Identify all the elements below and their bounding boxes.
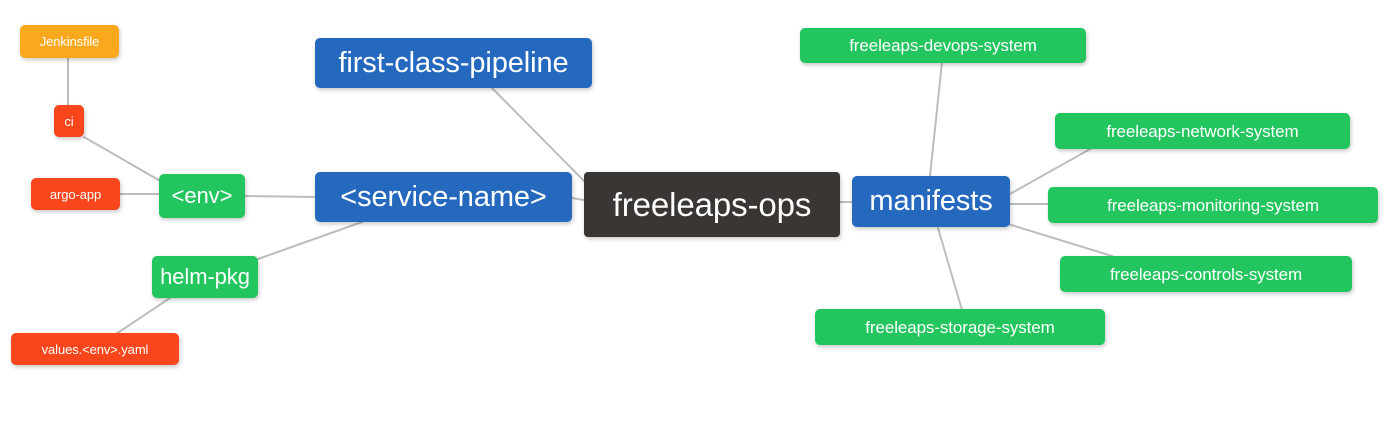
node-jenkinsfile[interactable]: Jenkinsfile [20, 25, 119, 58]
edge-root-service-name [571, 197, 585, 201]
node-freeleaps-monitoring-system[interactable]: freeleaps-monitoring-system [1048, 187, 1378, 223]
node-freeleaps-controls-system[interactable]: freeleaps-controls-system [1060, 256, 1352, 292]
node-label: <env> [171, 183, 233, 208]
node-argo-app[interactable]: argo-app [31, 178, 120, 210]
edge-service-name-helm-pkg [257, 221, 363, 260]
edge-root-first-class-pipeline [491, 87, 587, 184]
node-label: Jenkinsfile [39, 34, 100, 49]
node-label: freeleaps-network-system [1106, 121, 1299, 141]
edge-manifests-devops-system [929, 61, 943, 177]
node-label: manifests [869, 185, 993, 217]
node-values-yaml[interactable]: values.<env>.yaml [11, 333, 179, 365]
node-label: freeleaps-storage-system [865, 317, 1055, 337]
node-ci[interactable]: ci [54, 105, 84, 137]
node-freeleaps-devops-system[interactable]: freeleaps-devops-system [800, 28, 1086, 63]
edge-manifests-controls-system [1007, 223, 1113, 257]
node-first-class-pipeline[interactable]: first-class-pipeline [315, 38, 592, 88]
node-label: freeleaps-monitoring-system [1107, 195, 1319, 215]
edge-manifests-storage-system [937, 227, 963, 311]
edge-env-ci [83, 136, 163, 183]
node-env[interactable]: <env> [159, 174, 245, 218]
edge-helm-pkg-values-yaml [115, 293, 177, 335]
node-service-name[interactable]: <service-name> [315, 172, 572, 222]
node-label: <service-name> [340, 180, 547, 213]
node-label: ci [64, 113, 74, 129]
node-root-freeleaps-ops[interactable]: freeleaps-ops [584, 172, 840, 237]
node-helm-pkg[interactable]: helm-pkg [152, 256, 258, 298]
node-freeleaps-storage-system[interactable]: freeleaps-storage-system [815, 309, 1105, 345]
node-label: freeleaps-controls-system [1109, 264, 1303, 284]
node-label: argo-app [49, 186, 102, 202]
node-freeleaps-network-system[interactable]: freeleaps-network-system [1055, 113, 1350, 149]
node-label: values.<env>.yaml [41, 341, 149, 357]
node-label: freeleaps-ops [612, 186, 812, 223]
node-manifests[interactable]: manifests [852, 176, 1010, 227]
edge-service-name-env [244, 195, 316, 198]
node-label: helm-pkg [160, 264, 250, 289]
node-label: first-class-pipeline [338, 46, 569, 79]
node-label: freeleaps-devops-system [849, 36, 1037, 55]
